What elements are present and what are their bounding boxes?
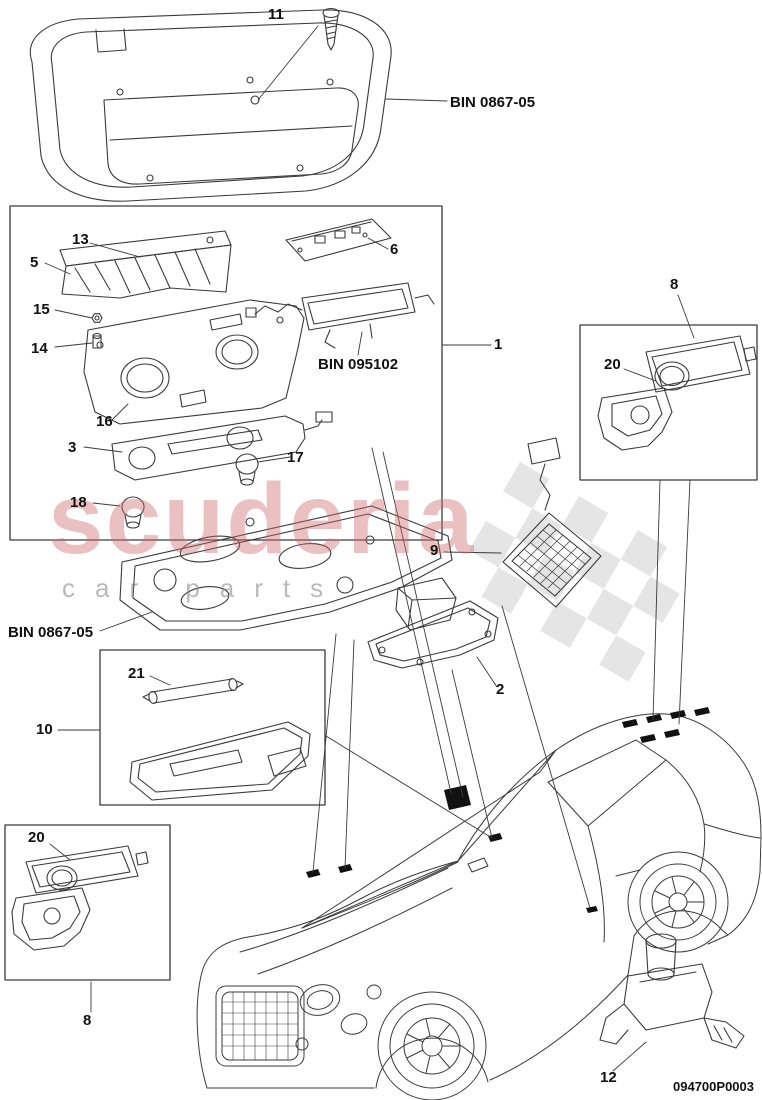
bracket-part-5-13 [59,230,232,299]
callout-12: 12 [600,1069,617,1086]
callout-11: 11 [268,6,284,23]
festoon-housing [129,721,311,801]
bulb-part-17 [235,453,259,486]
mount-plate-part-2 [367,577,499,669]
roof-console-housing [29,9,392,202]
callout-8-top: 8 [670,276,679,293]
callout-1: 1 [494,336,503,353]
cover-plate-bottom [119,505,453,631]
callout-20-left: 20 [28,829,45,846]
detail-box-1 [9,205,443,541]
car-body-outline [196,707,762,1100]
bulb-part-18 [121,496,145,529]
festoon-lamp-box-10 [99,649,326,806]
lens-plate-part-3 [111,411,333,481]
console-frame-part-16 [83,299,305,425]
callout-17: 17 [287,449,304,466]
callout-3: 3 [68,439,77,456]
screw-part-11 [322,7,340,51]
callout-21: 21 [128,665,145,682]
callout-8-bottom: 8 [83,1012,92,1029]
callout-9: 9 [430,542,439,559]
location-markers [306,707,710,913]
lamp-assembly-box-right [579,324,758,481]
label-bin-top: BIN 0867-05 [450,94,536,111]
callout-15: 15 [33,301,50,318]
callout-6: 6 [390,241,399,258]
circuit-board-part-6 [285,218,392,262]
sensor-part-12 [599,933,745,1049]
reading-lamp-part-9 [502,437,602,608]
callout-5: 5 [30,254,39,271]
control-module-bin-095102 [245,282,435,349]
watermark-flag [469,462,680,682]
callout-20-right: 20 [604,356,621,373]
callout-18: 18 [70,494,87,511]
label-bin-bottom: BIN 0867-05 [8,624,94,641]
callout-2: 2 [496,681,505,698]
callout-14: 14 [31,340,48,357]
label-bin-module: BIN 095102 [318,356,399,373]
lamp-assembly-box-left [4,824,171,981]
nut-part-15 [91,313,103,323]
callout-13: 13 [72,231,89,248]
leader-lines [44,25,695,1072]
callout-16: 16 [96,413,113,430]
festoon-bulb-part-21 [142,678,244,704]
callout-10: 10 [36,721,53,738]
document-code: 094700P0003 [673,1079,754,1094]
